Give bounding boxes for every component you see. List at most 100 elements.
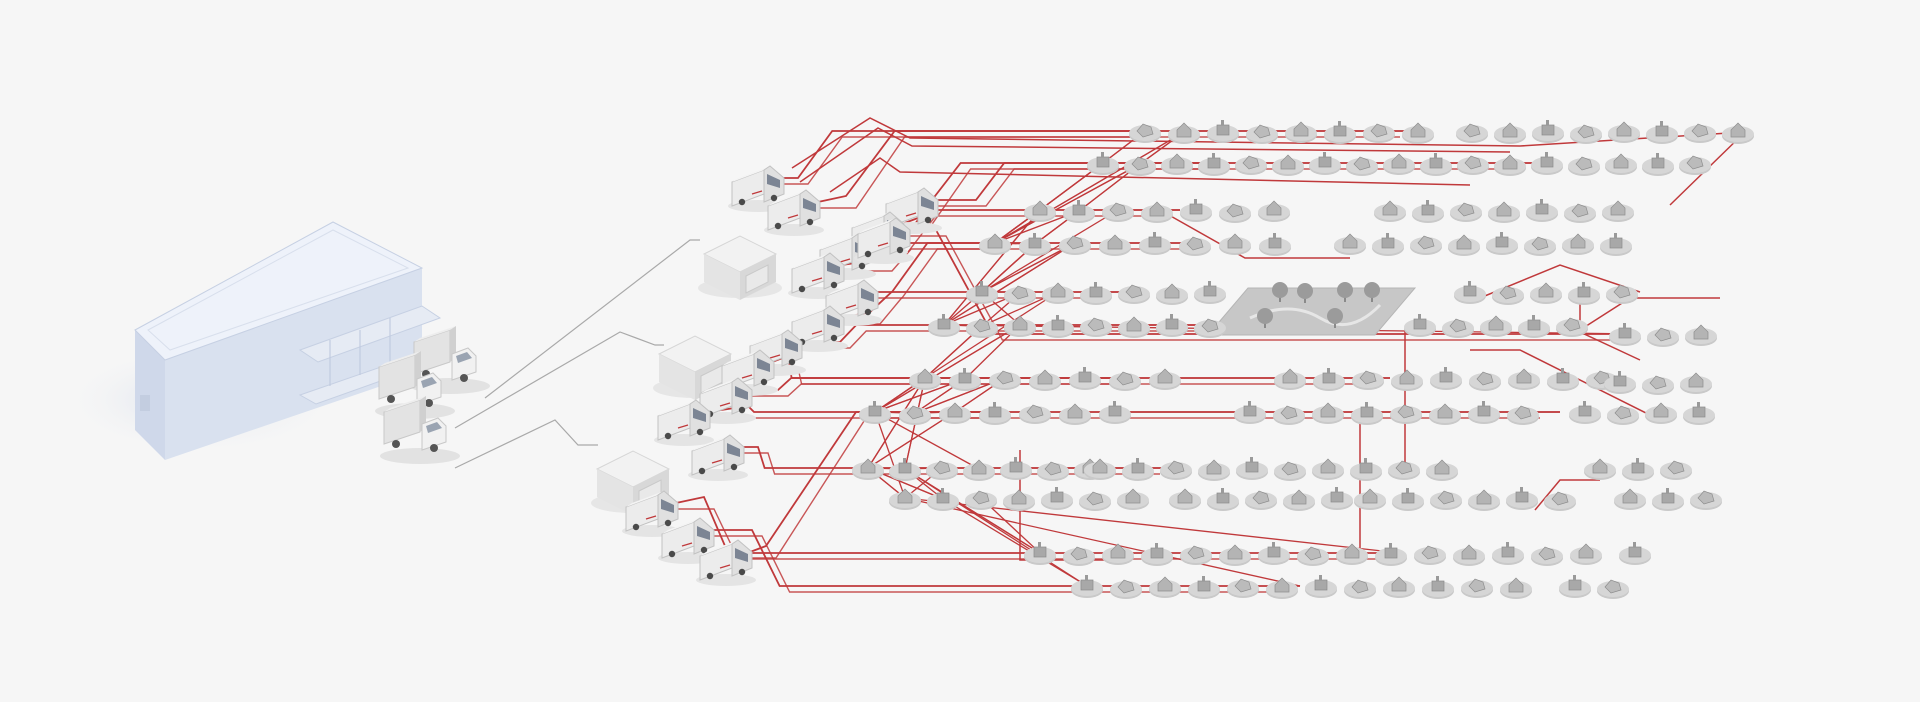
- route-line: [782, 136, 1130, 185]
- house-icon: [1029, 369, 1061, 391]
- house-icon: [1524, 236, 1556, 256]
- park-icon: [1206, 282, 1417, 336]
- house-icon: [1156, 314, 1188, 337]
- house-icon: [1426, 459, 1458, 481]
- house-icon: [1645, 402, 1677, 424]
- house-icon: [1410, 235, 1442, 255]
- house-icon: [1258, 200, 1290, 222]
- house-icon: [1219, 203, 1251, 223]
- truck-group: [375, 326, 490, 464]
- house-icon: [1102, 543, 1134, 565]
- hub-icon: [698, 235, 782, 300]
- route-segment: [867, 377, 926, 469]
- house-icon: [1568, 156, 1600, 176]
- house-icon: [1149, 576, 1181, 598]
- route-segment: [874, 411, 980, 470]
- house-icon: [1297, 546, 1329, 566]
- route-line: [1470, 349, 1661, 421]
- house-icon: [1609, 323, 1641, 346]
- delivery-stops: [852, 120, 1754, 599]
- house-icon: [1259, 233, 1291, 256]
- house-icon: [1080, 282, 1112, 305]
- house-icon: [1354, 488, 1386, 510]
- house-icon: [1234, 401, 1266, 424]
- house-icon: [1219, 233, 1251, 255]
- house-icon: [989, 370, 1021, 390]
- house-icon: [852, 458, 884, 480]
- house-icon: [1469, 371, 1501, 391]
- house-icon: [1019, 233, 1051, 256]
- house-icon: [1430, 367, 1462, 390]
- house-icon: [1099, 401, 1131, 424]
- house-icon: [1453, 544, 1485, 566]
- house-icon: [1597, 579, 1629, 599]
- house-icon: [1647, 327, 1679, 347]
- van-icon: [688, 434, 748, 481]
- house-icon: [1602, 200, 1634, 222]
- house-icon: [1390, 404, 1422, 424]
- trunk-line: [454, 419, 598, 469]
- house-icon: [1194, 281, 1226, 304]
- house-icon: [1059, 403, 1091, 425]
- house-icon: [1684, 123, 1716, 143]
- house-icon: [927, 488, 959, 511]
- house-icon: [1180, 199, 1212, 222]
- house-icon: [1383, 576, 1415, 598]
- house-icon: [1087, 152, 1119, 175]
- house-icon: [1722, 122, 1754, 144]
- house-icon: [1607, 405, 1639, 425]
- house-icon: [1374, 200, 1406, 222]
- house-icon: [979, 402, 1011, 425]
- house-icon: [979, 233, 1011, 255]
- house-icon: [966, 281, 998, 304]
- house-icon: [1245, 490, 1277, 510]
- house-icon: [1309, 152, 1341, 175]
- truck-icon: [380, 396, 460, 464]
- house-icon: [1531, 546, 1563, 566]
- house-icon: [909, 368, 941, 390]
- house-icon: [1110, 579, 1142, 599]
- house-icon: [1680, 372, 1712, 394]
- house-icon: [1063, 546, 1095, 566]
- house-icon: [1468, 401, 1500, 424]
- route-line: [1534, 479, 1600, 511]
- route-line: [750, 417, 1540, 559]
- house-icon: [1570, 124, 1602, 144]
- house-icon: [1274, 368, 1306, 390]
- house-icon: [1102, 202, 1134, 222]
- house-icon: [1544, 491, 1576, 511]
- house-icon: [1388, 460, 1420, 480]
- house-icon: [1375, 543, 1407, 566]
- house-icon: [1283, 489, 1315, 511]
- house-icon: [1562, 233, 1594, 255]
- house-icon: [1129, 123, 1161, 143]
- house-icon: [1042, 315, 1074, 338]
- house-icon: [1004, 315, 1036, 337]
- house-icon: [1059, 235, 1091, 255]
- van-icon: [788, 252, 848, 299]
- house-icon: [1236, 457, 1268, 480]
- house-icon: [1139, 232, 1171, 255]
- house-icon: [899, 405, 931, 425]
- house-icon: [1274, 461, 1306, 481]
- house-icon: [1084, 458, 1116, 480]
- house-icon: [1149, 368, 1181, 390]
- house-icon: [1468, 489, 1500, 511]
- warehouse-icon: [60, 221, 447, 460]
- house-icon: [1679, 155, 1711, 175]
- house-icon: [1266, 577, 1298, 599]
- route-segment: [942, 498, 1088, 587]
- house-icon: [1321, 487, 1353, 510]
- house-icon: [1344, 579, 1376, 599]
- house-icon: [1480, 315, 1512, 337]
- house-icon: [1168, 122, 1200, 144]
- house-icon: [1456, 123, 1488, 143]
- house-icon: [1600, 233, 1632, 256]
- house-icon: [1526, 199, 1558, 222]
- house-icon: [1559, 575, 1591, 598]
- route-line: [876, 248, 1180, 299]
- house-icon: [1494, 122, 1526, 144]
- house-icon: [928, 314, 960, 337]
